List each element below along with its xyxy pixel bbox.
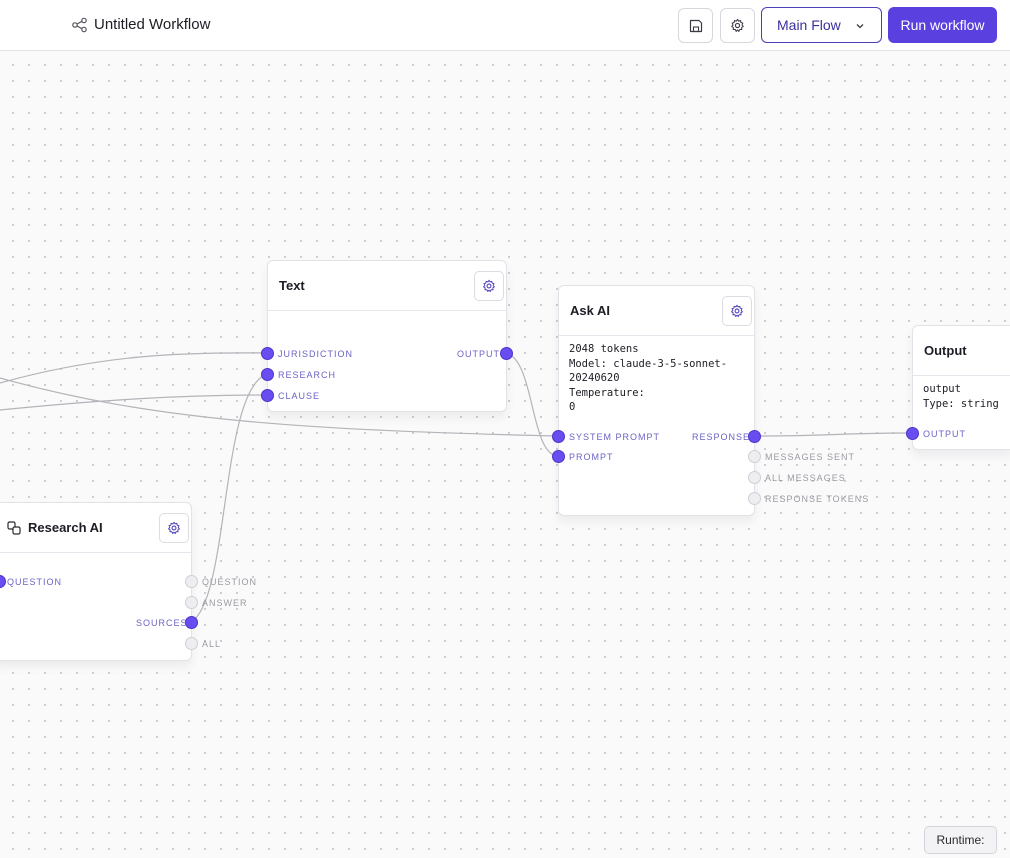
text-input-clause-port[interactable] <box>261 389 274 402</box>
edge-output-to-prompt <box>505 352 559 457</box>
ask-ai-settings-button[interactable] <box>722 296 752 326</box>
gear-icon <box>731 304 743 317</box>
research-ai-node[interactable]: Research AI <box>0 502 192 661</box>
ask-ai-output-messages-sent-port[interactable] <box>748 450 761 463</box>
ask-ai-output-response-port[interactable] <box>748 430 761 443</box>
text-input-research-port[interactable] <box>261 368 274 381</box>
edge-to-clause <box>0 394 268 411</box>
ask-ai-output-messages-sent-label: MESSAGES SENT <box>765 452 856 462</box>
edge-to-system-prompt <box>0 377 559 437</box>
output-name: output <box>923 383 961 395</box>
gear-icon <box>731 18 744 32</box>
workflow-title[interactable]: Untitled Workflow <box>94 16 211 33</box>
ask-ai-output-response-label: RESPONSE <box>692 432 751 442</box>
text-input-jurisdiction-label: JURISDICTION <box>278 349 353 359</box>
research-ai-output-question-label: QUESTION <box>202 577 258 587</box>
ask-ai-temperature-value: 0 <box>569 401 576 413</box>
runtime-button[interactable]: Runtime: <box>924 826 997 854</box>
output-info: output Type: string <box>913 376 1010 411</box>
save-button[interactable] <box>678 8 713 43</box>
ask-ai-output-response-tokens-label: RESPONSE TOKENS <box>765 494 870 504</box>
ask-ai-input-system-prompt-port[interactable] <box>552 430 565 443</box>
ask-ai-info: 2048 tokens Model: claude-3-5-sonnet- 20… <box>559 336 754 415</box>
ask-ai-output-all-messages-port[interactable] <box>748 471 761 484</box>
workflow-icon <box>72 17 87 33</box>
output-node[interactable]: Output output Type: string <box>912 325 1010 450</box>
research-icon <box>7 520 21 535</box>
research-ai-output-sources-port[interactable] <box>185 616 198 629</box>
text-input-clause-label: CLAUSE <box>278 391 321 401</box>
ask-ai-node-header[interactable]: Ask AI <box>559 286 754 336</box>
gear-icon <box>168 521 180 534</box>
research-ai-output-answer-label: ANSWER <box>202 598 248 608</box>
ask-ai-input-prompt-label: PROMPT <box>569 452 614 462</box>
edge-to-jurisdiction <box>0 352 268 384</box>
text-node-settings-button[interactable] <box>474 271 504 301</box>
text-node[interactable]: Text <box>267 260 507 412</box>
research-ai-output-answer-port[interactable] <box>185 596 198 609</box>
ask-ai-input-prompt-port[interactable] <box>552 450 565 463</box>
text-input-research-label: RESEARCH <box>278 370 337 380</box>
research-ai-settings-button[interactable] <box>159 513 189 543</box>
edge-response-to-output <box>753 432 913 437</box>
research-ai-node-header[interactable]: Research AI <box>0 503 191 553</box>
flow-select-value: Main Flow <box>777 17 841 33</box>
ask-ai-output-all-messages-label: ALL MESSAGES <box>765 473 846 483</box>
text-node-title: Text <box>279 278 305 293</box>
ask-ai-output-response-tokens-port[interactable] <box>748 492 761 505</box>
ask-ai-node[interactable]: Ask AI 2048 tokens Model: claude-3-5-son… <box>558 285 755 516</box>
flow-select[interactable]: Main Flow <box>761 7 882 43</box>
ask-ai-temperature-label: Temperature: <box>569 386 645 399</box>
output-node-header[interactable]: Output <box>913 326 1010 376</box>
research-ai-node-title: Research AI <box>28 520 103 535</box>
text-output-port[interactable] <box>500 347 513 360</box>
save-icon <box>689 19 702 32</box>
output-input-label: OUTPUT <box>923 429 966 439</box>
ask-ai-model-cont: 20240620 <box>569 372 620 384</box>
text-output-label: OUTPUT <box>457 349 500 359</box>
gear-icon <box>483 279 495 292</box>
text-node-header[interactable]: Text <box>268 261 506 311</box>
research-ai-output-question-port[interactable] <box>185 575 198 588</box>
workflow-canvas[interactable] <box>0 51 1010 858</box>
run-workflow-button[interactable]: Run workflow <box>888 7 997 43</box>
ask-ai-node-title: Ask AI <box>570 303 610 318</box>
research-ai-output-all-label: ALL <box>202 639 222 649</box>
text-input-jurisdiction-port[interactable] <box>261 347 274 360</box>
settings-button[interactable] <box>720 8 755 43</box>
ask-ai-model: Model: claude-3-5-sonnet- <box>569 357 728 370</box>
output-input-port[interactable] <box>906 427 919 440</box>
research-ai-output-all-port[interactable] <box>185 637 198 650</box>
edge-sources-to-research <box>190 373 268 623</box>
output-node-title: Output <box>924 343 967 358</box>
output-type: Type: string <box>923 397 999 410</box>
research-ai-output-sources-label: SOURCES <box>136 618 188 628</box>
research-ai-input-question-label: QUESTION <box>7 577 63 587</box>
ask-ai-tokens: 2048 tokens <box>569 343 639 355</box>
chevron-down-icon <box>856 24 864 29</box>
top-bar: Untitled Workflow Main Flow Run workflow <box>0 0 1010 51</box>
ask-ai-input-system-prompt-label: SYSTEM PROMPT <box>569 432 661 442</box>
